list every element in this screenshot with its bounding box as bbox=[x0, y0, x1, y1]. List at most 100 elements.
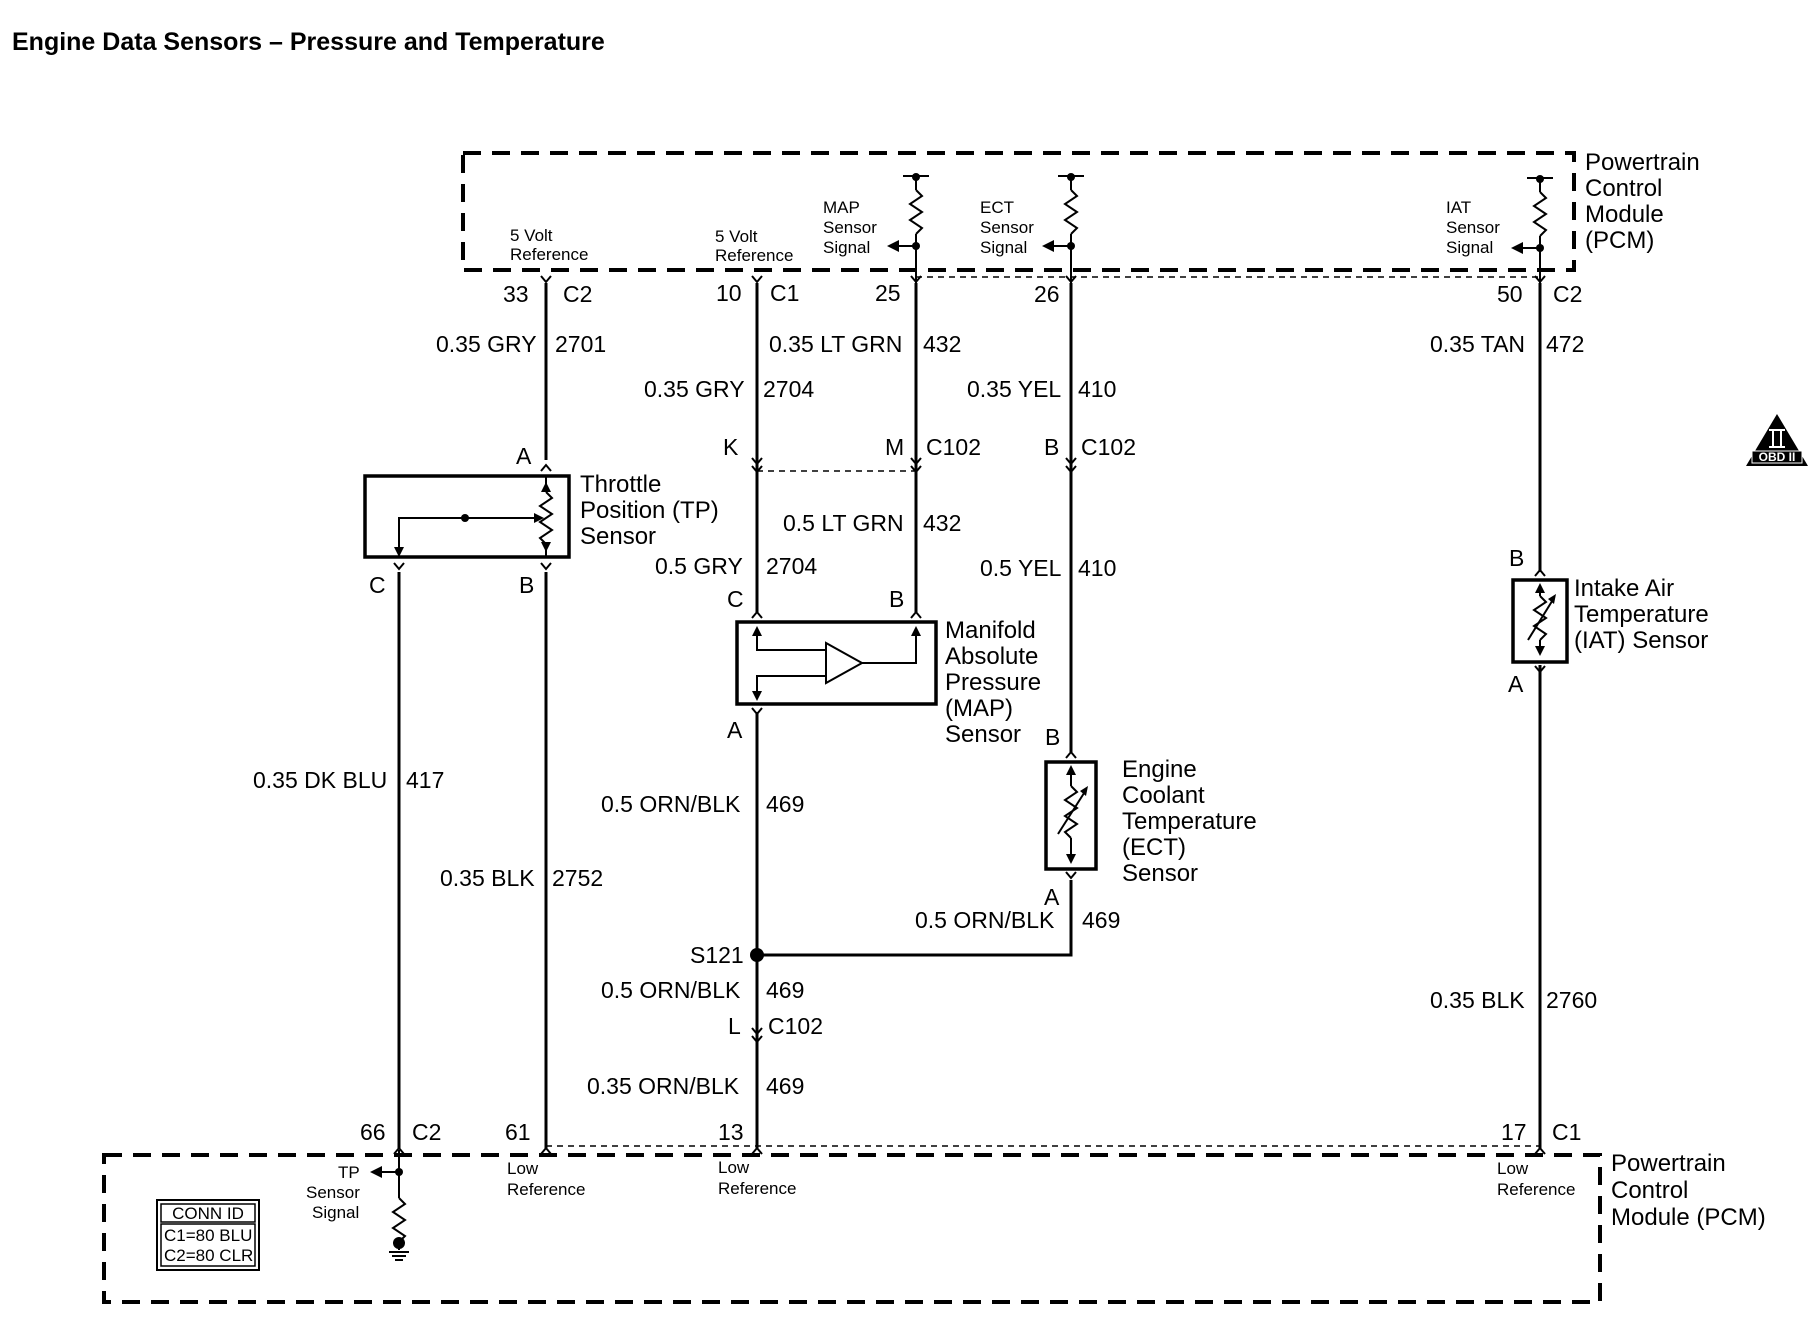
svg-text:Control: Control bbox=[1585, 175, 1662, 202]
svg-text:B: B bbox=[1045, 724, 1060, 750]
pin-bottom-13: 13 bbox=[718, 1119, 763, 1155]
svg-text:Sensor: Sensor bbox=[580, 523, 656, 550]
pcm-top-box bbox=[461, 151, 1576, 272]
low-ref-label-a: Low Reference bbox=[507, 1159, 585, 1199]
svg-text:Signal: Signal bbox=[312, 1203, 359, 1222]
c102-b: B C102 bbox=[1044, 434, 1136, 473]
svg-text:5 Volt: 5 Volt bbox=[715, 227, 758, 246]
splice-s121-label: S121 bbox=[690, 942, 744, 968]
pin-top-26: 26 bbox=[1034, 275, 1077, 307]
svg-text:C2: C2 bbox=[1553, 281, 1582, 307]
svg-text:B: B bbox=[1509, 545, 1524, 571]
wire-410-top-gauge: 0.35 YEL bbox=[967, 376, 1061, 402]
svg-text:MAP: MAP bbox=[823, 198, 860, 217]
svg-text:25: 25 bbox=[875, 280, 901, 306]
svg-text:A: A bbox=[1044, 884, 1060, 910]
svg-text:Temperature: Temperature bbox=[1574, 601, 1709, 628]
svg-text:5 Volt: 5 Volt bbox=[510, 226, 553, 245]
wire-469-ect-gauge: 0.5 ORN/BLK bbox=[915, 907, 1055, 933]
wire-432-top-circuit: 432 bbox=[923, 331, 961, 357]
svg-text:OBD II: OBD II bbox=[1759, 450, 1796, 464]
svg-text:Throttle: Throttle bbox=[580, 471, 661, 498]
wire-469-map-circuit: 469 bbox=[766, 791, 804, 817]
svg-text:Sensor: Sensor bbox=[1122, 860, 1198, 887]
svg-text:K: K bbox=[723, 434, 739, 460]
wire-469-pcm-gauge: 0.35 ORN/BLK bbox=[587, 1073, 740, 1099]
wire-2760-gauge: 0.35 BLK bbox=[1430, 987, 1525, 1013]
c102-l: L C102 bbox=[728, 1013, 823, 1043]
svg-text:C1: C1 bbox=[770, 280, 799, 306]
tp-signal-circuit: TP Sensor Signal bbox=[306, 1150, 409, 1261]
svg-text:C: C bbox=[369, 572, 386, 598]
wire-432-bot-gauge: 0.5 LT GRN bbox=[783, 510, 904, 536]
svg-text:Position (TP): Position (TP) bbox=[580, 497, 719, 524]
svg-text:17: 17 bbox=[1501, 1119, 1527, 1145]
splice-s121 bbox=[750, 948, 764, 962]
wire-2704-top-gauge: 0.35 GRY bbox=[644, 376, 745, 402]
svg-text:Sensor: Sensor bbox=[306, 1183, 360, 1202]
svg-text:L: L bbox=[728, 1013, 741, 1039]
wire-2760-circuit: 2760 bbox=[1546, 987, 1597, 1013]
svg-text:(IAT) Sensor: (IAT) Sensor bbox=[1574, 627, 1708, 654]
svg-text:Low: Low bbox=[1497, 1159, 1529, 1178]
svg-text:50: 50 bbox=[1497, 281, 1523, 307]
wire-410-top-circuit: 410 bbox=[1078, 376, 1116, 402]
wire-410-bot-gauge: 0.5 YEL bbox=[980, 555, 1062, 581]
svg-text:Engine: Engine bbox=[1122, 756, 1197, 783]
svg-text:Sensor: Sensor bbox=[980, 218, 1034, 237]
svg-text:B: B bbox=[1044, 434, 1059, 460]
pin-top-50: 50 C2 bbox=[1497, 275, 1582, 307]
svg-text:C102: C102 bbox=[926, 434, 981, 460]
svg-text:(PCM): (PCM) bbox=[1585, 227, 1654, 254]
svg-text:C: C bbox=[727, 586, 744, 612]
svg-text:C1=80 BLU: C1=80 BLU bbox=[164, 1226, 252, 1245]
svg-text:Manifold: Manifold bbox=[945, 617, 1036, 644]
svg-text:A: A bbox=[516, 443, 532, 469]
obd-ii-badge: OBD II bbox=[1746, 414, 1808, 466]
ect-signal-circuit: ECT Sensor Signal bbox=[980, 173, 1084, 285]
wire-2752-gauge: 0.35 BLK bbox=[440, 865, 535, 891]
pcm-top-label: Powertrain Control Module (PCM) bbox=[1585, 149, 1700, 254]
pcm-bottom-box bbox=[102, 1153, 1602, 1304]
svg-text:Absolute: Absolute bbox=[945, 643, 1038, 670]
pin-top-10: 10 C1 bbox=[716, 275, 799, 306]
svg-text:33: 33 bbox=[503, 281, 529, 307]
wire-469-ect-circuit: 469 bbox=[1082, 907, 1120, 933]
wire-469-pcm-circuit: 469 bbox=[766, 1073, 804, 1099]
svg-text:26: 26 bbox=[1034, 281, 1060, 307]
conn-id-box: CONN ID C1=80 BLU C2=80 CLR bbox=[156, 1199, 260, 1271]
svg-text:13: 13 bbox=[718, 1119, 744, 1145]
svg-text:C102: C102 bbox=[1081, 434, 1136, 460]
wire-472-circuit: 472 bbox=[1546, 331, 1584, 357]
svg-text:Module: Module bbox=[1585, 201, 1664, 228]
wire-2704-bot-gauge: 0.5 GRY bbox=[655, 553, 743, 579]
map-sensor: C B A Manifold Absolute Pressure (MAP) S… bbox=[727, 586, 1041, 748]
wire-472-gauge: 0.35 TAN bbox=[1430, 331, 1525, 357]
svg-text:B: B bbox=[889, 586, 904, 612]
wire-2752-circuit: 2752 bbox=[552, 865, 603, 891]
svg-text:C102: C102 bbox=[768, 1013, 823, 1039]
pcm-bottom-label: Powertrain Control Module (PCM) bbox=[1611, 1150, 1766, 1231]
wire-469-splice-gauge: 0.5 ORN/BLK bbox=[601, 977, 741, 1003]
svg-text:CONN ID: CONN ID bbox=[172, 1204, 244, 1223]
iat-signal-circuit: IAT Sensor Signal bbox=[1446, 175, 1553, 285]
svg-text:Powertrain: Powertrain bbox=[1611, 1150, 1726, 1177]
c102-k: K bbox=[723, 434, 763, 473]
svg-text:Control: Control bbox=[1611, 1177, 1688, 1204]
svg-text:Signal: Signal bbox=[1446, 238, 1493, 257]
svg-text:C2: C2 bbox=[563, 281, 592, 307]
svg-text:Low: Low bbox=[507, 1159, 539, 1178]
pin-bottom-66: 66 C2 bbox=[360, 1119, 441, 1155]
svg-text:Reference: Reference bbox=[1497, 1180, 1575, 1199]
wire-417-gauge: 0.35 DK BLU bbox=[253, 767, 387, 793]
svg-text:Module (PCM): Module (PCM) bbox=[1611, 1204, 1766, 1231]
wire-469-map-gauge: 0.5 ORN/BLK bbox=[601, 791, 741, 817]
svg-text:Reference: Reference bbox=[507, 1180, 585, 1199]
wire-432-top-gauge: 0.35 LT GRN bbox=[769, 331, 902, 357]
svg-text:ECT: ECT bbox=[980, 198, 1014, 217]
svg-text:Sensor: Sensor bbox=[945, 721, 1021, 748]
wire-2701-circuit: 2701 bbox=[555, 331, 606, 357]
svg-text:(MAP): (MAP) bbox=[945, 695, 1013, 722]
wire-2704-bot-circuit: 2704 bbox=[766, 553, 817, 579]
